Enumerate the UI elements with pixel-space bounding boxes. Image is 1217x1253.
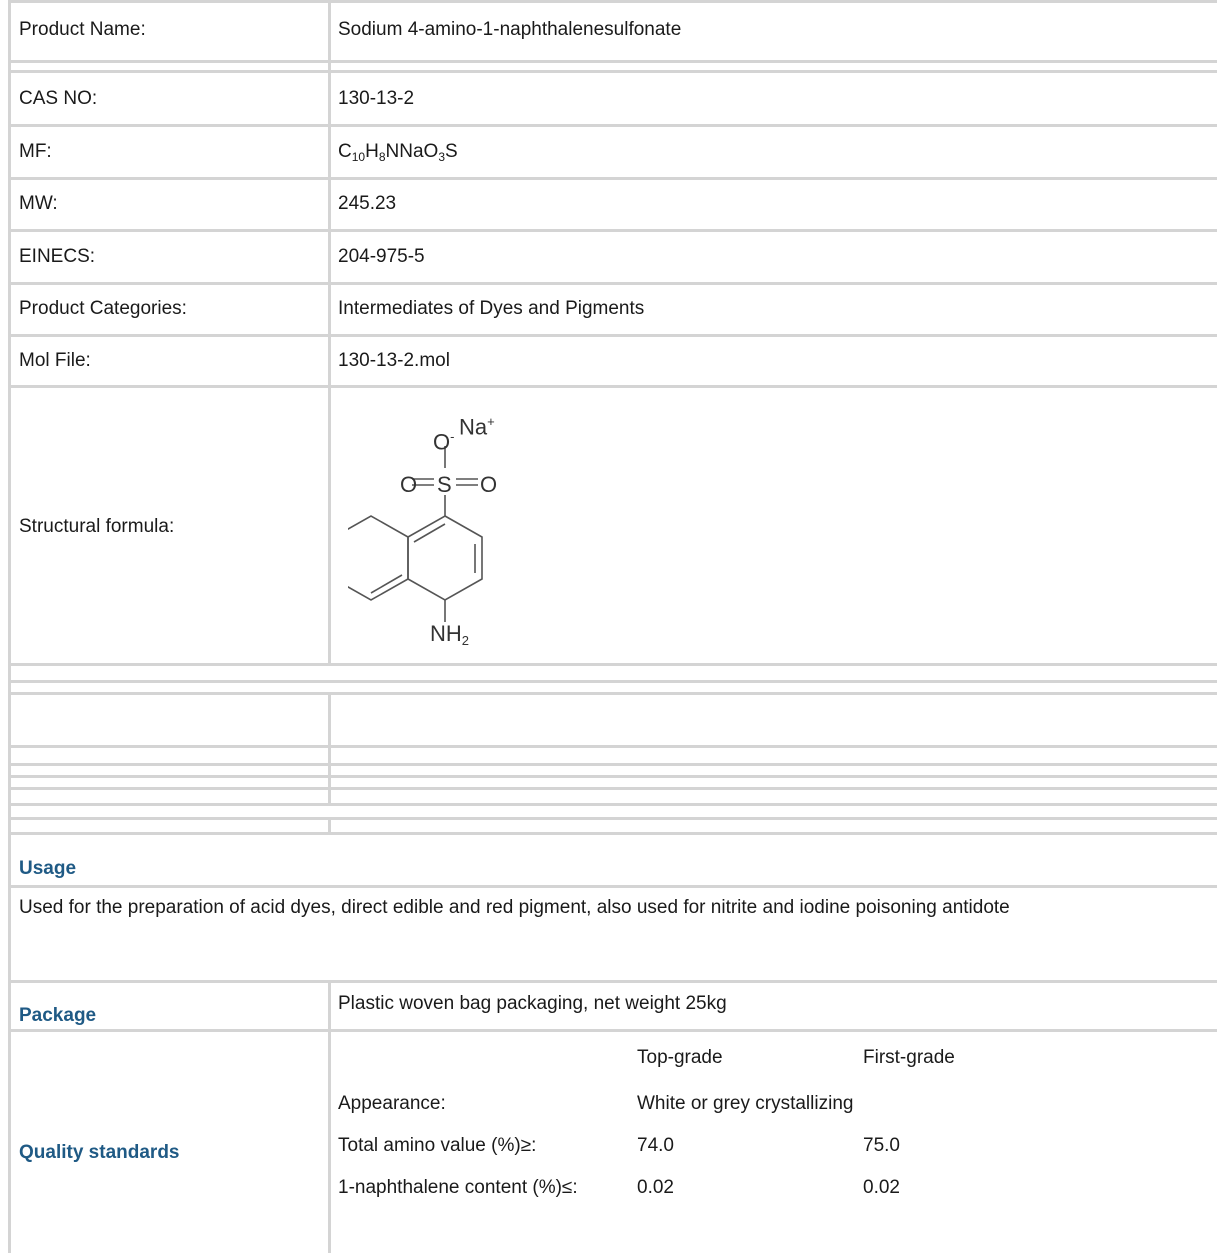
- row-divider: [8, 1029, 1217, 1032]
- quality-title: Quality standards: [19, 1142, 180, 1163]
- column-divider: [328, 0, 331, 666]
- row-divider: [8, 745, 1217, 748]
- atom-o-right: O: [480, 472, 498, 497]
- row-divider: [8, 70, 1217, 73]
- row-divider: [8, 775, 1217, 778]
- row-divider: [8, 334, 1217, 337]
- quality-label-appearance: Appearance:: [338, 1093, 446, 1114]
- row-divider: [8, 885, 1217, 888]
- row-divider: [8, 229, 1217, 232]
- atom-o-minus: O-: [433, 429, 455, 455]
- label-product-name: Product Name:: [19, 19, 146, 40]
- label-einecs: EINECS:: [19, 246, 96, 267]
- quality-header-first-grade: First-grade: [863, 1047, 955, 1068]
- label-structural-formula: Structural formula:: [19, 516, 175, 537]
- table-border-top: [8, 0, 1217, 3]
- label-mw: MW:: [19, 193, 58, 214]
- label-mol-file: Mol File:: [19, 350, 91, 371]
- quality-header-top-grade: Top-grade: [637, 1047, 723, 1068]
- usage-text: Used for the preparation of acid dyes, d…: [19, 897, 1010, 918]
- quality-label-total-amino: Total amino value (%)≥:: [338, 1135, 537, 1156]
- row-divider: [8, 663, 1217, 666]
- quality-first-total-amino: 75.0: [863, 1135, 900, 1156]
- atom-o-left: O: [400, 472, 418, 497]
- structural-formula-image: [348, 446, 483, 622]
- value-mol-file[interactable]: 130-13-2.mol: [338, 350, 450, 371]
- atom-s: S: [437, 472, 452, 497]
- row-divider: [8, 60, 1217, 63]
- label-product-categories: Product Categories:: [19, 298, 187, 319]
- column-divider: [328, 817, 331, 835]
- value-mw: 245.23: [338, 193, 397, 214]
- row-divider: [8, 385, 1217, 388]
- label-cas-no: CAS NO:: [19, 88, 98, 109]
- row-divider: [8, 177, 1217, 180]
- row-divider: [8, 680, 1217, 683]
- row-divider: [8, 692, 1217, 695]
- column-divider: [328, 692, 331, 806]
- quality-top-appearance: White or grey crystallizing: [637, 1093, 854, 1114]
- row-divider: [8, 803, 1217, 806]
- row-divider: [8, 787, 1217, 790]
- value-product-categories: Intermediates of Dyes and Pigments: [338, 298, 645, 319]
- value-einecs: 204-975-5: [338, 246, 425, 267]
- row-divider: [8, 282, 1217, 285]
- row-divider: [8, 763, 1217, 766]
- package-text: Plastic woven bag packaging, net weight …: [338, 993, 727, 1014]
- row-divider: [8, 124, 1217, 127]
- package-title: Package: [19, 1005, 97, 1026]
- quality-top-naphthalene: 0.02: [637, 1177, 674, 1198]
- value-mf: C10H8NNaO3S: [338, 141, 458, 164]
- row-divider: [8, 980, 1217, 983]
- quality-first-naphthalene: 0.02: [863, 1177, 900, 1198]
- atom-na: Na+: [459, 414, 495, 440]
- label-mf: MF:: [19, 141, 52, 162]
- value-product-name: Sodium 4-amino-1-naphthalenesulfonate: [338, 19, 682, 40]
- quality-top-total-amino: 74.0: [637, 1135, 674, 1156]
- column-divider: [328, 980, 331, 1253]
- row-divider: [8, 832, 1217, 835]
- atom-nh2: NH2: [430, 621, 470, 648]
- quality-label-naphthalene: 1-naphthalene content (%)≤:: [338, 1177, 578, 1198]
- row-divider: [8, 817, 1217, 820]
- usage-title: Usage: [19, 858, 77, 879]
- value-cas-no: 130-13-2: [338, 88, 415, 109]
- table-border-left: [8, 0, 11, 1253]
